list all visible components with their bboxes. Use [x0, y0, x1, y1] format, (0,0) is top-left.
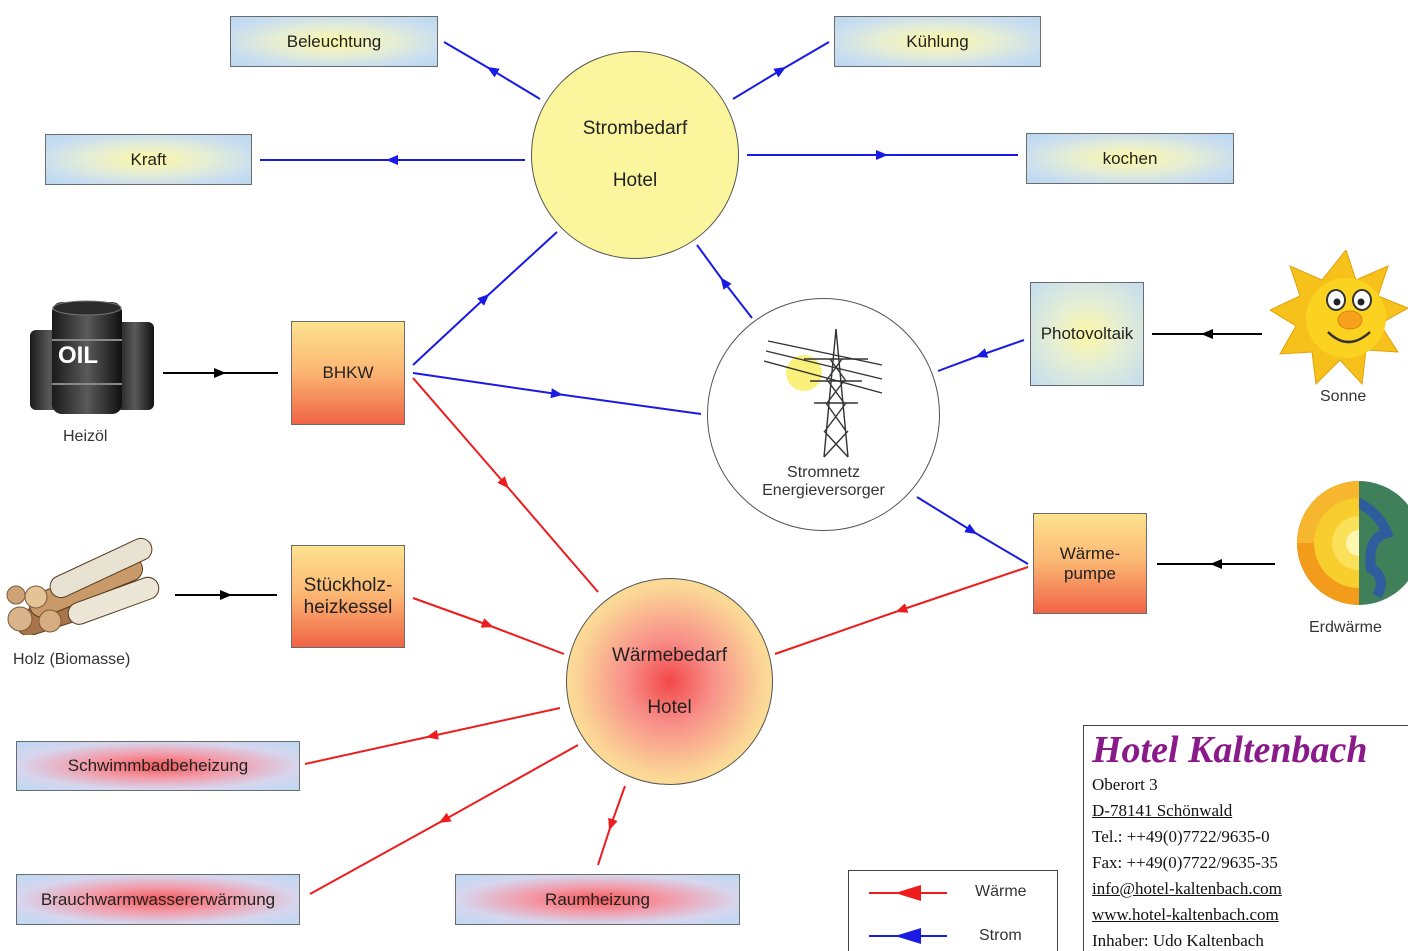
legend-arrows [869, 885, 947, 944]
flow-stromnetz-waermepumpe [916, 496, 1029, 565]
strombedarf-subtitle: Hotel [612, 170, 658, 191]
heizoel-label: Heizöl [63, 428, 108, 445]
legend-power-arrow [895, 928, 921, 944]
flow-stueckholz-waermebedarf [412, 597, 565, 655]
stueckholzheizkessel-box: Stückholz- heizkessel [291, 545, 405, 648]
hotel-address-card: Hotel Kaltenbach Oberort 3 D-78141 Schön… [1083, 725, 1408, 951]
flow-waermepumpe-waermebedarf [774, 566, 1029, 655]
kuehlung-label: Kühlung [906, 31, 969, 51]
hotel-fax: Fax: ++49(0)7722/9635-35 [1092, 853, 1278, 872]
stromnetz-node: Stromnetz Energieversorger [707, 298, 940, 531]
firewood-icon [6, 537, 160, 635]
hotel-street: Oberort 3 [1092, 775, 1158, 794]
flow-bhkw-waermebedarf [412, 377, 599, 593]
kraft-box: Kraft [45, 134, 252, 185]
hotel-name: Hotel Kaltenbach [1092, 729, 1368, 771]
kuehlung-box: Kühlung [834, 16, 1041, 67]
hotel-web-link[interactable]: www.hotel-kaltenbach.com [1092, 905, 1279, 924]
photovoltaik-label: Photovoltaik [1040, 324, 1134, 343]
strombedarf-title: Strombedarf [582, 118, 688, 139]
kochen-label: kochen [1102, 148, 1158, 168]
flow-strombedarf-beleuchtung [443, 41, 541, 100]
photovoltaik-box: Photovoltaik [1030, 282, 1144, 386]
bhkw-label: BHKW [322, 363, 374, 382]
sonne-label: Sonne [1320, 388, 1367, 405]
schwimmbad-label: Schwimmbadbeheizung [67, 756, 249, 775]
erdwaerme-label: Erdwärme [1309, 619, 1382, 636]
kraft-label: Kraft [130, 149, 167, 169]
flow-waermebedarf-brauchwasser [309, 744, 579, 895]
hotel-tel: Tel.: ++49(0)7722/9635-0 [1092, 827, 1270, 846]
schwimmbadbeheizung-box: Schwimmbadbeheizung [16, 741, 300, 791]
legend-strom-label: Strom [979, 927, 1022, 944]
waermepumpe-label-line2: pumpe [1064, 563, 1116, 583]
waermebedarf-hotel-node: Wärmebedarf Hotel [566, 578, 773, 785]
flow-bhkw-strombedarf [412, 231, 558, 366]
flow-waermebedarf-raumheizung [597, 785, 626, 866]
bhkw-box: BHKW [291, 321, 405, 425]
waermepumpe-box: Wärme- pumpe [1033, 513, 1147, 614]
beleuchtung-label: Beleuchtung [286, 31, 382, 51]
flow-photovoltaik-stromnetz [937, 339, 1025, 372]
oil-barrels-icon: OIL [30, 300, 154, 414]
legend: Wärme Strom [848, 870, 1058, 951]
stromnetz-label-line2: Energieversorger [762, 482, 885, 499]
waermebedarf-subtitle: Hotel [647, 696, 692, 718]
earth-core-icon [1297, 481, 1408, 605]
flow-stromnetz-strombedarf [696, 244, 753, 319]
waermebedarf-title: Wärmebedarf [611, 644, 728, 666]
flow-strombedarf-kuehlung [732, 41, 830, 100]
strombedarf-hotel-node: Strombedarf Hotel [531, 51, 739, 259]
sun-icon [1270, 250, 1408, 386]
brauchwarmwasser-box: Brauchwarmwassererwärmung [16, 874, 300, 925]
raumheizung-label: Raumheizung [545, 889, 650, 909]
beleuchtung-box: Beleuchtung [230, 16, 438, 67]
oil-text: OIL [58, 342, 98, 369]
stueckholz-label-line2: heizkessel [303, 596, 393, 618]
flow-waermebedarf-schwimmbad [304, 707, 561, 765]
hotel-owner: Inhaber: Udo Kaltenbach [1092, 931, 1264, 950]
flow-bhkw-stromnetz [412, 372, 702, 415]
stromnetz-label-line1: Stromnetz [787, 464, 860, 481]
legend-heat-arrow [895, 885, 921, 901]
brauchwasser-label: Brauchwarmwassererwärmung [40, 889, 276, 909]
raumheizung-box: Raumheizung [455, 874, 740, 925]
kochen-box: kochen [1026, 133, 1234, 184]
holz-label: Holz (Biomasse) [13, 651, 131, 668]
waermepumpe-label-line1: Wärme- [1059, 543, 1121, 563]
hotel-email-link[interactable]: info@hotel-kaltenbach.com [1092, 879, 1282, 898]
hotel-city-link[interactable]: D-78141 Schönwald [1092, 801, 1233, 820]
legend-waerme-label: Wärme [975, 883, 1027, 900]
stueckholz-label-line1: Stückholz- [303, 574, 393, 596]
power-pylon-icon [764, 328, 883, 458]
